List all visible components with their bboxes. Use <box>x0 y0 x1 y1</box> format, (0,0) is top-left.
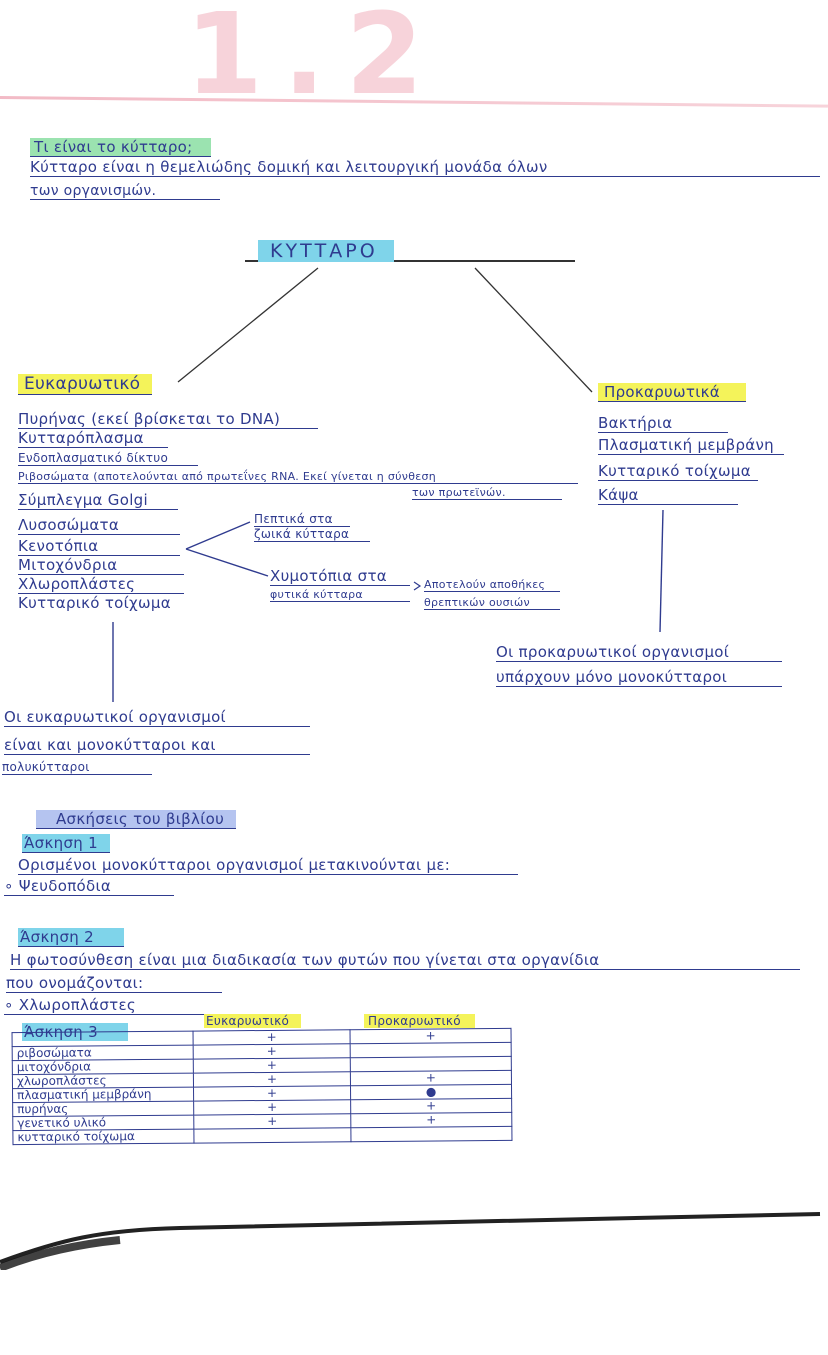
cell-prokaryotic: + <box>350 1070 512 1086</box>
eukaryotic-item: Πυρήνας (εκεί βρίσκεται το DNA) <box>18 410 318 429</box>
cell-eukaryotic: + <box>193 1043 351 1060</box>
exercise-2-title: Άσκηση 2 <box>18 928 124 947</box>
eukaryotic-item: Κυτταρόπλασμα <box>18 429 168 448</box>
eukaryotic-item: Κενοτόπια <box>18 537 180 556</box>
exercise-1-question: Ορισμένοι μονοκύτταροι οργανισμοί μετακι… <box>18 856 518 875</box>
table-row: κυτταρικό τοίχωμα <box>12 1126 512 1145</box>
cell-prokaryotic <box>350 1126 512 1142</box>
cell-prokaryotic <box>350 1056 512 1072</box>
prokaryotic-item: Κάψα <box>598 486 738 505</box>
eukaryotic-conclusion-line2: είναι και μονοκύτταροι και <box>4 736 310 755</box>
vacuole-branch-2-line1: Χυμοτόπια στα <box>270 567 410 586</box>
cell-eukaryotic: + <box>193 1071 351 1088</box>
eukaryotic-conclusion-line1: Οι ευκαρυωτικοί οργανισμοί <box>4 708 310 727</box>
exercise-1-title: Άσκηση 1 <box>22 834 110 853</box>
bullet-icon: ∘ <box>4 996 19 1014</box>
prokaryotic-item: Βακτήρια <box>598 414 728 433</box>
eukaryotic-item: Μιτοχόνδρια <box>18 556 184 575</box>
cell-prokaryotic <box>350 1042 512 1058</box>
prokaryotic-conclusion-line1: Οι προκαρυωτικοί οργανισμοί <box>496 643 782 662</box>
vacuole-branch-1-line2: ζωικά κύτταρα <box>254 527 370 542</box>
eukaryotic-item: Λυσοσώματα <box>18 516 180 535</box>
cell-prokaryotic: + <box>350 1112 512 1128</box>
cell-prokaryotic: + <box>350 1028 512 1044</box>
exercise-3-title: Άσκηση 3 <box>22 1023 128 1041</box>
exercise-3-table: ++ ριβοσώματα+ μιτοχόνδρια+ χλωροπλάστες… <box>12 1028 513 1145</box>
page-edge <box>0 1212 821 1270</box>
prokaryotic-item: Πλασματική μεμβράνη <box>598 436 784 455</box>
eukaryotic-item: Χλωροπλάστες <box>18 575 184 594</box>
exercise-2-question-line2: που ονομάζονται: <box>6 974 222 993</box>
eukaryotic-item: Ριβοσώματα (αποτελούνται από πρωτεΐνες R… <box>18 470 578 484</box>
exercise-2-question-line1: Η φωτοσύνθεση είναι μια διαδικασία των φ… <box>10 951 800 970</box>
eukaryotic-item: Κυτταρικό τοίχωμα <box>18 594 171 612</box>
exercise-1-answer-text: Ψευδοπόδια <box>18 877 112 895</box>
exercise-1-answer: ∘ Ψευδοπόδια <box>4 877 174 896</box>
intro-question: Τι είναι το κύτταρο; <box>30 138 211 157</box>
root-underline <box>245 260 575 262</box>
cell-eukaryotic: + <box>193 1029 351 1046</box>
ribosome-continuation: των πρωτεϊνών. <box>412 486 562 500</box>
eukaryotic-item: Ενδοπλασματικό δίκτυο <box>18 451 198 466</box>
exercises-heading: Ασκήσεις του βιβλίου <box>36 810 237 829</box>
exercise-3-col-eukaryotic: Ευκαρυωτικό <box>204 1014 302 1028</box>
eukaryotic-title: Ευκαρυωτικό <box>18 374 153 395</box>
row-label: κυτταρικό τοίχωμα <box>12 1129 194 1145</box>
diagram-root: ΚΥΤΤΑΡΟ <box>258 240 394 262</box>
cell-eukaryotic <box>193 1127 351 1144</box>
prokaryotic-item: Κυτταρικό τοίχωμα <box>598 462 758 481</box>
diagram-connectors <box>112 267 664 702</box>
eukaryotic-conclusion-line3: πολυκύτταροι <box>2 760 152 775</box>
vacuole-branch-1-line1: Πεπτικά στα <box>254 512 350 527</box>
prokaryotic-title: Προκαρυωτικά <box>598 383 746 402</box>
cell-eukaryotic: + <box>193 1057 351 1074</box>
exercise-2-answer-text: Χλωροπλάστες <box>18 996 137 1014</box>
prokaryotic-conclusion-line2: υπάρχουν μόνο μονοκύτταροι <box>496 668 782 687</box>
exercise-2-answer: ∘ Χλωροπλάστες <box>4 996 214 1015</box>
intro-definition-line1: Κύτταρο είναι η θεμελιώδης δομική και λε… <box>30 158 820 177</box>
cell-prokaryotic: ● <box>350 1084 512 1100</box>
intro-definition-line2: των οργανισμών. <box>30 183 220 200</box>
eukaryotic-item: Σύμπλεγμα Golgi <box>18 491 178 510</box>
cell-eukaryotic: + <box>193 1099 351 1116</box>
cell-eukaryotic: + <box>193 1085 351 1102</box>
vacuole-note-line1: Αποτελούν αποθήκες <box>424 578 560 592</box>
exercise-3-col-prokaryotic: Προκαρυωτικό <box>364 1014 475 1028</box>
vacuole-note-line2: θρεπτικών ουσιών <box>424 596 560 610</box>
cell-prokaryotic: + <box>350 1098 512 1114</box>
bullet-icon: ∘ <box>4 877 19 895</box>
vacuole-branch-2-line2: φυτικά κύτταρα <box>270 588 410 602</box>
cell-eukaryotic: + <box>193 1113 351 1130</box>
